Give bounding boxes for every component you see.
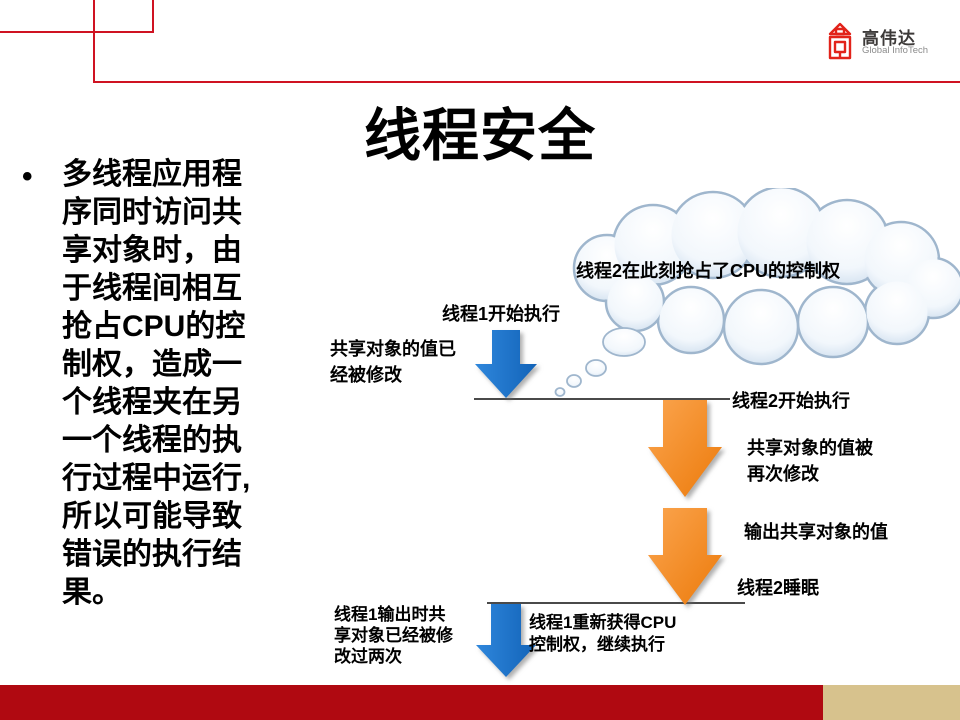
thought-tail-bubbles (554, 327, 646, 397)
orange-down-arrow-1 (648, 400, 722, 497)
footer-bar (0, 685, 823, 720)
ornament-line-vertical-2 (152, 0, 154, 33)
label-thread1-start: 线程1开始执行 (442, 304, 561, 324)
page-title: 线程安全 (364, 104, 596, 168)
blue-down-arrow-1 (475, 330, 537, 398)
label-shared-modified-again: 共享对象的值被再次修改 (747, 438, 873, 484)
cloud-label: 线程2在此刻抢占了CPU的控制权 (575, 261, 840, 281)
label-shared-modified: 共享对象的值已经被修改 (330, 339, 456, 385)
label-thread1-resume: 线程1重新获得CPU控制权，继续执行 (529, 613, 677, 654)
label-thread2-start: 线程2开始执行 (732, 391, 851, 411)
thought-cloud (554, 188, 960, 397)
company-logo: 高伟达 Global InfoTech (824, 18, 954, 64)
blue-down-arrow-2 (476, 604, 536, 677)
orange-down-arrow-2 (648, 508, 722, 605)
timeline-segment-2 (487, 602, 745, 604)
footer-accent-block (823, 685, 960, 720)
bullet-marker: • (22, 160, 33, 193)
label-output-shared-value: 输出共享对象的值 (744, 522, 888, 542)
ornament-line-horizontal-1 (0, 31, 154, 33)
ornament-line-vertical-1 (93, 0, 95, 83)
bullet-text: 多线程应用程序同时访问共享对象时，由于线程间相互抢占CPU的控制权，造成一个线程… (62, 158, 251, 609)
label-thread2-sleep: 线程2睡眠 (737, 578, 820, 598)
logo-name: 高伟达 (862, 29, 916, 48)
label-thread1-output: 线程1输出时共享对象已经被修改过两次 (334, 605, 453, 666)
ornament-line-horizontal-long (93, 81, 960, 83)
timeline-segment-1 (474, 398, 730, 400)
logo-seal-icon (828, 22, 852, 60)
logo-subtitle: Global InfoTech (862, 45, 929, 56)
